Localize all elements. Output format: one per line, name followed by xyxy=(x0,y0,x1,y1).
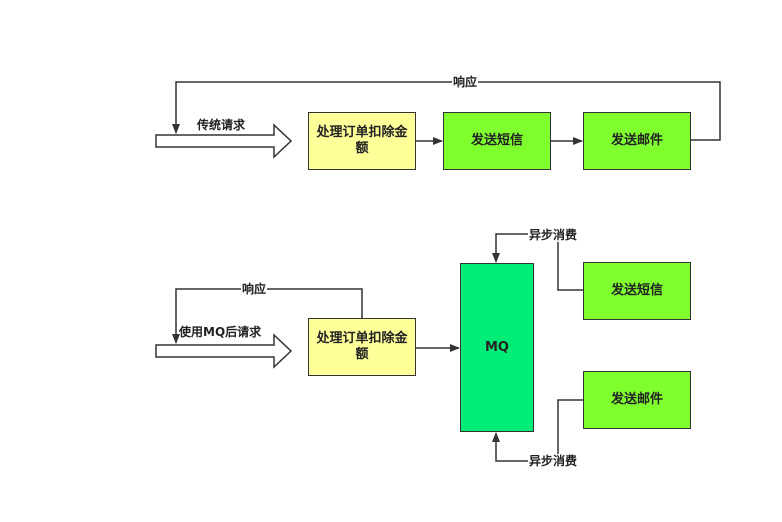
bottom-send-sms-box: 发送短信 xyxy=(583,262,691,320)
top-send-email-text: 发送邮件 xyxy=(610,133,663,148)
top-send-email-box: 发送邮件 xyxy=(583,112,691,170)
top-send-sms-box: 发送短信 xyxy=(443,112,551,170)
bottom-send-email-box: 发送邮件 xyxy=(583,371,691,429)
top-response-line xyxy=(172,81,721,141)
bottom-send-email-text: 发送邮件 xyxy=(610,392,663,407)
bottom-process-order-box: 处理订单扣除金额 xyxy=(308,318,416,376)
mq-box: MQ xyxy=(460,263,534,432)
top-send-sms-text: 发送短信 xyxy=(470,133,523,148)
async-consume-label-bottom: 异步消费 xyxy=(528,454,579,468)
top-request-label: 传统请求 xyxy=(197,118,246,132)
top-response-label: 响应 xyxy=(452,75,479,89)
top-process-order-box: 处理订单扣除金额 xyxy=(308,112,416,170)
bottom-request-label: 使用MQ后请求 xyxy=(179,325,262,339)
mq-text: MQ xyxy=(485,339,509,355)
bottom-response-label: 响应 xyxy=(241,282,268,296)
top-request-arrow xyxy=(155,123,293,159)
bottom-process-order-text: 处理订单扣除金额 xyxy=(316,331,408,362)
bottom-request-arrow xyxy=(155,333,293,369)
bottom-response-line xyxy=(172,288,363,344)
top-process-order-text: 处理订单扣除金额 xyxy=(316,125,408,156)
async-consume-label-top: 异步消费 xyxy=(528,228,579,242)
bottom-send-sms-text: 发送短信 xyxy=(610,283,663,298)
